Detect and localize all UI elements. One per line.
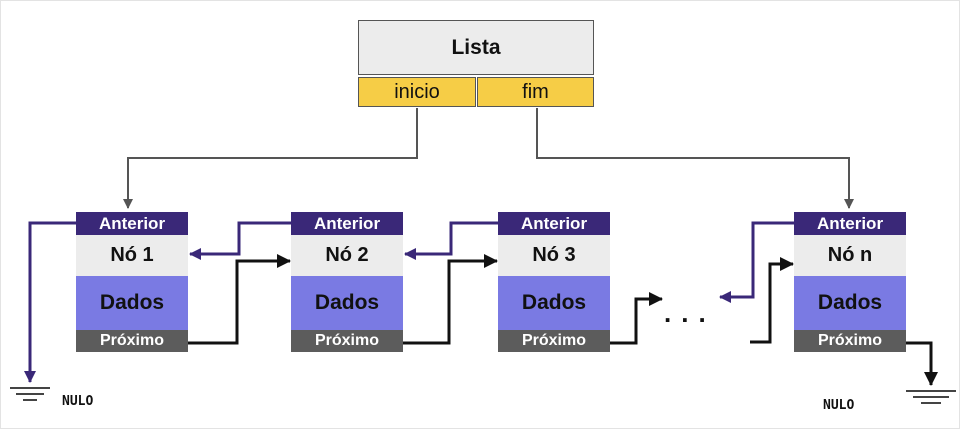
anterior-label: Anterior xyxy=(794,212,906,235)
proximo-pointer-no3 xyxy=(609,292,663,345)
node-1: Anterior Nó 1 Dados Próximo xyxy=(76,212,188,352)
proximo-label: Próximo xyxy=(76,330,188,352)
proximo-pointer-no2 xyxy=(402,254,498,345)
ellipsis: ... xyxy=(664,298,716,328)
anterior-label: Anterior xyxy=(291,212,403,235)
proximo-pointer-non xyxy=(904,341,938,386)
dados-label: Dados xyxy=(291,276,403,330)
null-label-right: NULO xyxy=(823,398,855,413)
lista-header: Lista xyxy=(358,20,594,75)
dados-label: Dados xyxy=(76,276,188,330)
node-name: Nó 1 xyxy=(76,235,188,276)
proximo-label: Próximo xyxy=(794,330,906,352)
node-2: Anterior Nó 2 Dados Próximo xyxy=(291,212,403,352)
proximo-pointer-incoming-non xyxy=(750,257,794,344)
inicio-field: inicio xyxy=(358,77,476,107)
node-name: Nó 3 xyxy=(498,235,610,276)
anterior-pointer-no3 xyxy=(404,221,498,260)
inicio-pointer xyxy=(123,108,418,209)
node-3: Anterior Nó 3 Dados Próximo xyxy=(498,212,610,352)
anterior-label: Anterior xyxy=(498,212,610,235)
null-label-left: NULO xyxy=(62,394,94,409)
fim-field: fim xyxy=(477,77,594,107)
dados-label: Dados xyxy=(498,276,610,330)
anterior-pointer-non xyxy=(719,221,794,303)
proximo-label: Próximo xyxy=(498,330,610,352)
ground-symbol-right xyxy=(906,390,956,404)
fim-pointer xyxy=(536,108,854,209)
node-n: Anterior Nó n Dados Próximo xyxy=(794,212,906,352)
proximo-label: Próximo xyxy=(291,330,403,352)
proximo-pointer-no1 xyxy=(187,254,291,345)
anterior-label: Anterior xyxy=(76,212,188,235)
node-name: Nó 2 xyxy=(291,235,403,276)
anterior-pointer-no1 xyxy=(24,221,76,383)
dados-label: Dados xyxy=(794,276,906,330)
anterior-pointer-no2 xyxy=(189,221,291,260)
ground-symbol-left xyxy=(10,387,50,401)
node-name: Nó n xyxy=(794,235,906,276)
